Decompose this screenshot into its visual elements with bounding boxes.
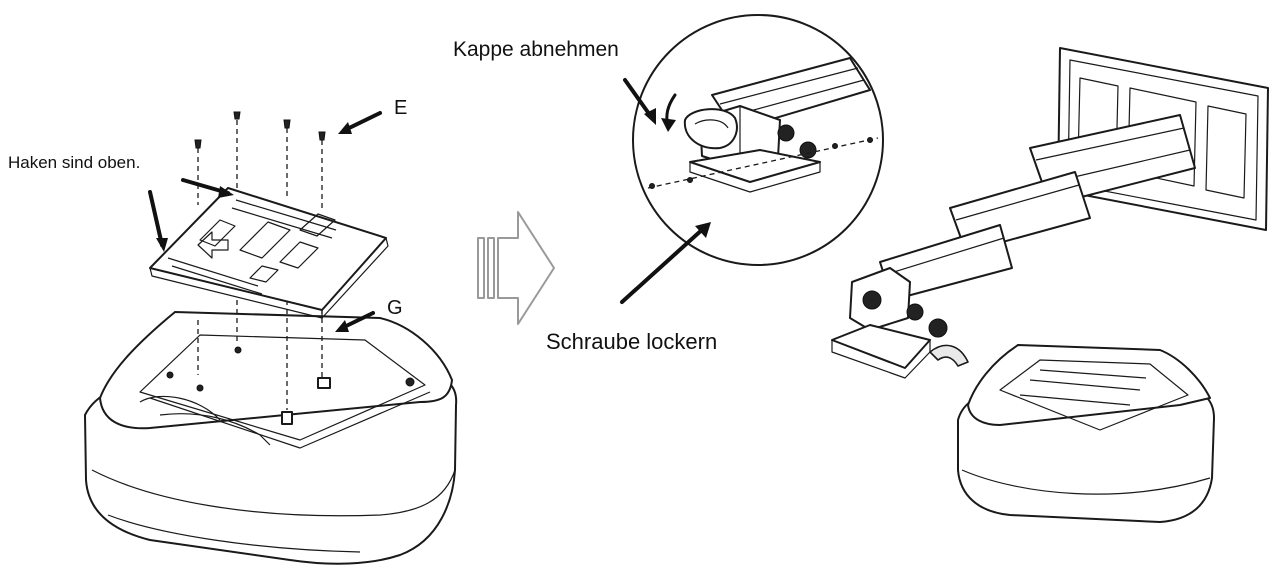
loosen-screw-label: Schraube lockern (546, 329, 718, 354)
projector-left (84, 311, 458, 565)
pointer-arrows-left (148, 111, 382, 332)
part-e-label: E (394, 97, 408, 119)
pointer-arrows-middle (620, 78, 711, 304)
wall-mount-arm (831, 47, 1269, 379)
projector-right (957, 344, 1215, 523)
part-g-label: G (387, 297, 403, 319)
hooks-up-label: Haken sind oben. (8, 153, 141, 172)
remove-cap-label: Kappe abnehmen (453, 38, 619, 61)
screw-guides (194, 111, 326, 410)
right-arrow-icon (477, 211, 555, 325)
detail-magnifier (632, 14, 884, 266)
mounting-plate (149, 187, 389, 319)
